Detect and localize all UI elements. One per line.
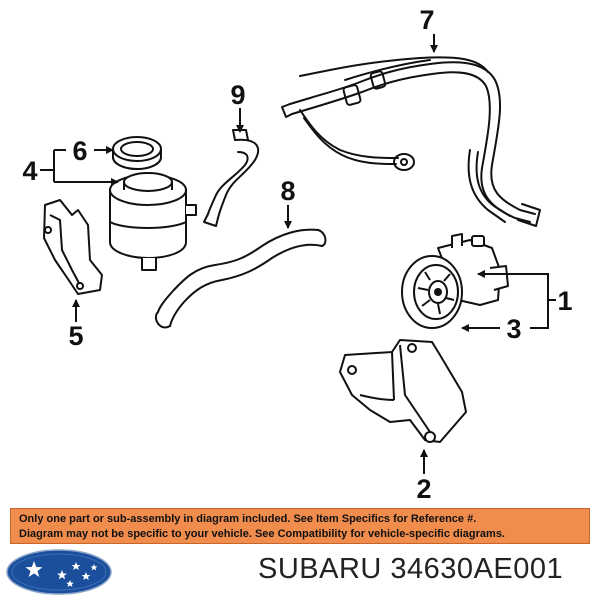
callout-labels: 7 9 8 6 4 5 1 3 2	[22, 5, 572, 504]
callout-1: 1	[557, 286, 572, 316]
callout-6: 6	[72, 136, 87, 166]
disclaimer-banner: Only one part or sub-assembly in diagram…	[10, 508, 590, 544]
pressure-hose-lines	[281, 56, 541, 227]
callout-5: 5	[68, 321, 83, 351]
callout-7: 7	[419, 5, 434, 35]
subaru-logo-icon	[6, 549, 112, 595]
reservoir-cap	[112, 136, 162, 170]
return-hose	[203, 129, 260, 227]
part-number: 34630AE001	[390, 553, 564, 585]
pump-mount-bracket	[339, 339, 467, 443]
parts-diagram: 7 9 8 6 4 5 1 3 2	[22, 5, 572, 504]
callout-9: 9	[230, 80, 245, 110]
suction-hose	[154, 228, 327, 329]
callout-leaders	[40, 34, 556, 474]
brand-name: SUBARU	[258, 553, 382, 585]
part-identifier: SUBARU 34630AE001	[258, 553, 563, 586]
callout-3: 3	[506, 314, 521, 344]
callout-2: 2	[416, 474, 431, 504]
reservoir-bracket	[43, 199, 103, 295]
fluid-reservoir	[109, 172, 197, 271]
callout-8: 8	[280, 176, 295, 206]
disclaimer-line-1: Only one part or sub-assembly in diagram…	[19, 513, 477, 525]
callout-4: 4	[22, 156, 37, 186]
disclaimer-line-2: Diagram may not be specific to your vehi…	[19, 528, 505, 540]
power-steering-pump	[401, 233, 509, 329]
